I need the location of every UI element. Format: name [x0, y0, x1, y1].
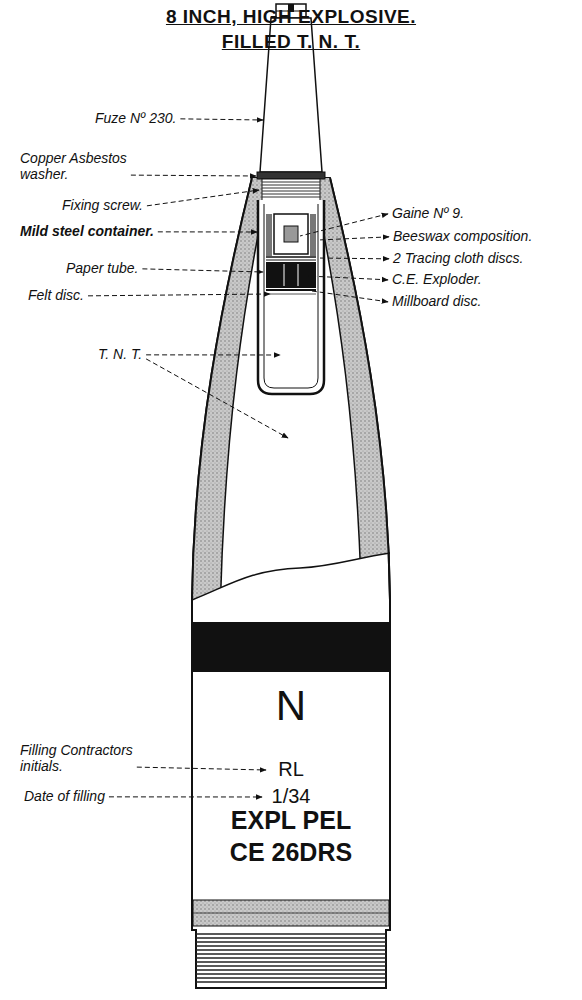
- paper-tube: [264, 204, 318, 388]
- beeswax: [310, 214, 316, 256]
- part-label: 2 Tracing cloth discs.: [393, 250, 523, 266]
- shell-marking: 1/34: [191, 785, 391, 808]
- tracing-cloth-discs: [266, 256, 316, 258]
- leader-line: [109, 796, 262, 797]
- thread-line: [196, 937, 386, 939]
- thread-line: [196, 933, 386, 935]
- beeswax: [266, 214, 272, 256]
- thread-line: [196, 961, 386, 963]
- shell-marking: N: [191, 682, 391, 730]
- leader-line: [180, 119, 263, 120]
- part-label: Beeswax composition.: [393, 228, 532, 244]
- leader-line: [300, 214, 388, 236]
- leader-line: [137, 767, 266, 770]
- part-label: Mild steel container.: [20, 223, 154, 239]
- leader-line: [312, 291, 388, 302]
- part-label: Gaine Nº 9.: [392, 205, 464, 221]
- shell-body: [192, 178, 390, 988]
- leader-line: [308, 276, 388, 280]
- part-label: Felt disc.: [28, 287, 84, 303]
- thread-line: [196, 969, 386, 971]
- thread-line: [262, 188, 320, 189]
- thread-line: [196, 965, 386, 967]
- thread-line: [196, 953, 386, 955]
- leader-line: [317, 258, 389, 260]
- thread-line: [262, 197, 320, 198]
- leader-line: [88, 294, 270, 296]
- shell-outline: [192, 178, 390, 988]
- leader-line: [131, 175, 256, 177]
- leader-line: [146, 359, 288, 438]
- mild-steel-container: [258, 200, 324, 394]
- gaine: [274, 214, 308, 254]
- marking-note: Filling Contractors initials.: [20, 742, 160, 774]
- marking-note: Date of filling: [24, 788, 105, 804]
- leader-line: [158, 231, 257, 232]
- leader-line: [318, 237, 389, 240]
- thread-line: [262, 185, 320, 186]
- leader-line: [142, 269, 263, 272]
- part-label: T. N. T.: [98, 346, 142, 362]
- thread-line: [196, 981, 386, 983]
- part-label: Fuze Nº 230.: [95, 110, 176, 126]
- section-view: [192, 178, 390, 620]
- thread-line: [196, 957, 386, 959]
- driving-band: [193, 900, 389, 926]
- washer: [257, 172, 325, 179]
- thread-line: [196, 945, 386, 947]
- shell-marking: CE 26DRS: [191, 838, 391, 867]
- thread-line: [196, 941, 386, 943]
- ce-exploder: [266, 262, 316, 288]
- thread-line: [196, 977, 386, 979]
- cut-line: [192, 553, 390, 600]
- leader-line: [147, 190, 259, 206]
- thread-line: [196, 949, 386, 951]
- felt-disc: [266, 294, 316, 295]
- millboard-disc: [266, 289, 316, 291]
- thread-line: [196, 973, 386, 975]
- shell-marking: RL: [191, 758, 391, 781]
- leader-line: [146, 354, 280, 355]
- part-label: Millboard disc.: [392, 293, 481, 309]
- diagram-title: 8 INCH, HIGH EXPLOSIVE. FILLED T. N. T.: [131, 4, 451, 54]
- thread-line: [262, 194, 320, 195]
- shell-marking: EXPL PEL: [191, 806, 391, 835]
- fuze-shank: [262, 179, 320, 201]
- part-label: Copper Asbestos washer.: [20, 150, 140, 182]
- colour-band: [192, 622, 390, 672]
- part-label: Fixing screw.: [62, 197, 143, 213]
- part-label: C.E. Exploder.: [392, 271, 482, 287]
- part-label: Paper tube.: [66, 260, 138, 276]
- thread-line: [262, 182, 320, 183]
- thread-line: [262, 191, 320, 192]
